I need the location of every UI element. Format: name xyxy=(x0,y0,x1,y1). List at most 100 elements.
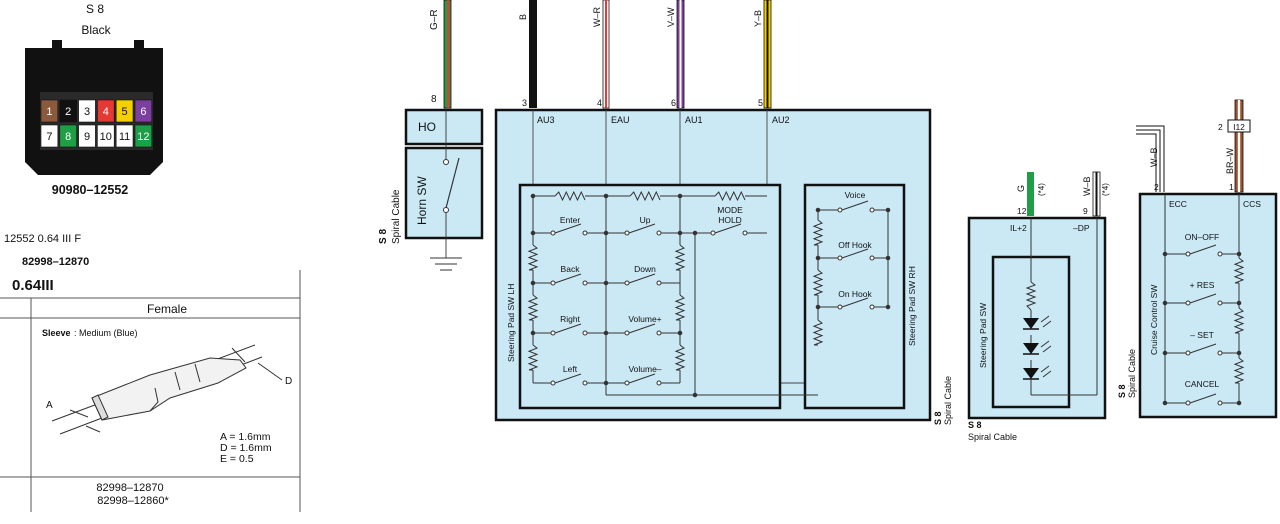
terminal-part: 82998–12870 xyxy=(22,256,89,268)
illum-wire-wb: W–B xyxy=(1082,176,1092,196)
pin-cell xyxy=(97,99,115,123)
pin-number: 3 xyxy=(84,106,90,118)
terminal-spec: 12552 0.64 III F 82998–12870 0.64III Fem… xyxy=(0,233,301,512)
pin-number: 2 xyxy=(65,106,71,118)
resistor xyxy=(1233,357,1245,384)
horn-pin: 8 xyxy=(431,94,437,105)
switch-contact xyxy=(1185,300,1191,306)
terminal-drawing xyxy=(51,344,283,435)
switch-contact xyxy=(582,230,588,236)
switch-contact xyxy=(550,380,556,386)
resistor xyxy=(527,244,539,271)
pin-cell xyxy=(115,99,134,123)
switch-contact xyxy=(742,230,748,236)
cruise-wire-brw: BR–W xyxy=(1225,147,1235,174)
illum-box-label: Steering Pad SW xyxy=(978,303,988,368)
illum-pin-12: 12 xyxy=(1017,206,1027,216)
pin-number: 7 xyxy=(46,131,52,143)
resistor xyxy=(812,269,824,296)
sleeve-value: : Medium (Blue) xyxy=(74,328,138,338)
pad-rh-label: Steering Pad SW RH xyxy=(907,266,917,346)
pin-number: 11 xyxy=(119,131,130,143)
sw-cancel: CANCEL xyxy=(1185,379,1220,389)
sw-res: + RES xyxy=(1190,280,1215,290)
switch-contact xyxy=(1217,350,1223,356)
junction xyxy=(1236,400,1242,406)
switch-blade xyxy=(628,373,656,384)
pin-cell xyxy=(134,124,153,148)
sleeve-label: Sleeve xyxy=(42,328,71,338)
pad-wire-vw: V–W xyxy=(666,7,676,27)
pin-cell xyxy=(115,124,134,148)
horn-cable-name: Spiral Cable xyxy=(391,189,402,244)
led-ray xyxy=(1040,340,1050,348)
pad-term-au3: AU3 xyxy=(537,115,555,125)
cruise-term-ecc: ECC xyxy=(1169,199,1187,209)
horn-sw-box xyxy=(404,146,484,240)
resistor xyxy=(527,294,539,321)
switch-contact xyxy=(550,280,556,286)
horn-term: HO xyxy=(418,120,436,134)
pin-number: 4 xyxy=(103,106,109,118)
illum-cable-id: S 8 xyxy=(968,420,982,430)
switch-blade xyxy=(628,223,656,234)
resistor xyxy=(812,219,824,246)
horn-cable-id: S 8 xyxy=(378,229,389,244)
junction xyxy=(1236,300,1242,306)
sw-left: Left xyxy=(563,364,578,374)
sw-voice: Voice xyxy=(845,190,866,200)
resistor xyxy=(812,319,824,346)
led xyxy=(1023,343,1039,354)
cruise-cable-id: S 8 xyxy=(1117,384,1127,398)
terminal-header: Female xyxy=(147,302,187,316)
switch-contact xyxy=(656,380,662,386)
pad-pin-4: 4 xyxy=(597,98,602,108)
illum-term-il: IL+2 xyxy=(1010,223,1027,233)
resistor xyxy=(1233,307,1245,334)
led-ray xyxy=(1040,315,1050,323)
connector-face xyxy=(40,92,153,150)
switch-blade xyxy=(554,323,582,334)
junction xyxy=(1162,300,1168,306)
sw-volume-down: Volume– xyxy=(628,364,661,374)
sw-volume-up: Volume+ xyxy=(628,314,661,324)
resistor xyxy=(1025,281,1037,311)
pad-rh-circuit xyxy=(812,200,891,346)
led-ray xyxy=(1040,365,1050,373)
junction xyxy=(1236,350,1242,356)
resistor xyxy=(554,190,586,202)
junction xyxy=(1162,400,1168,406)
junction xyxy=(815,304,821,310)
switch-blade xyxy=(554,373,582,384)
sw-up: Up xyxy=(640,215,651,225)
junction xyxy=(885,207,891,213)
cruise-pin-2: 2 xyxy=(1154,182,1159,192)
switch-contact xyxy=(1185,350,1191,356)
connector-id: S 8 xyxy=(86,2,104,16)
resistor xyxy=(674,294,686,321)
switch-contact xyxy=(710,230,716,236)
switch-contact xyxy=(1217,251,1223,257)
illum-cable-name: Spiral Cable xyxy=(968,432,1017,442)
cruise-conn-pin: 2 xyxy=(1218,122,1223,132)
pin-cell xyxy=(97,124,115,148)
pin-number: 9 xyxy=(84,131,90,143)
pin-number: 10 xyxy=(100,131,112,143)
dim-a: A = 1.6mm xyxy=(220,431,271,443)
resistor xyxy=(629,190,661,202)
led-ray xyxy=(1042,320,1052,328)
switch-contact xyxy=(837,255,843,261)
switch-contact xyxy=(656,330,662,336)
switch-contact xyxy=(656,230,662,236)
switch-blade xyxy=(714,223,742,234)
cruise-term-ccs: CCS xyxy=(1243,199,1261,209)
junction xyxy=(1236,251,1242,257)
switch-contact xyxy=(550,330,556,336)
junction xyxy=(1162,350,1168,356)
terminal-part-1: 82998–12870 xyxy=(96,482,163,494)
pad-pin-5: 5 xyxy=(758,98,763,108)
pin-cell xyxy=(78,124,96,148)
